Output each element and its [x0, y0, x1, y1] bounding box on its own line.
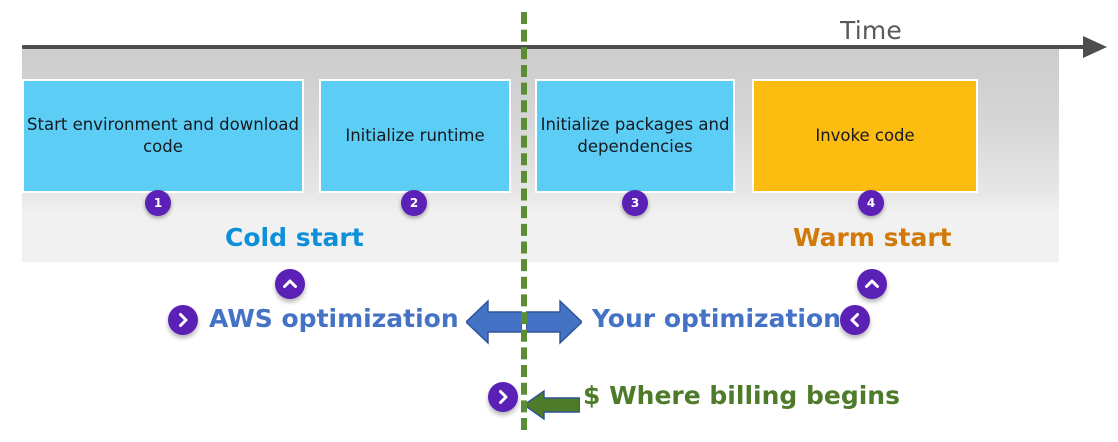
chevron-up-icon-warm — [857, 269, 887, 299]
chevron-left-icon-your — [840, 305, 870, 335]
arrow-left-icon-billing — [524, 388, 580, 422]
time-axis-label: Time — [840, 16, 902, 45]
stage-number-badge-3: 3 — [622, 190, 648, 216]
time-axis-line — [22, 45, 1088, 49]
arrow-right-icon — [1083, 36, 1107, 58]
arrow-right-icon-your — [526, 297, 582, 347]
chevron-up-icon-cold — [275, 269, 305, 299]
stage-number-badge-1: 1 — [145, 190, 171, 216]
stage-box-2[interactable]: Initialize runtime — [319, 79, 511, 193]
billing-begins-label: $ Where billing begins — [583, 381, 900, 410]
warm-start-label: Warm start — [793, 223, 952, 252]
arrow-left-icon-aws — [466, 297, 522, 347]
chevron-right-icon-aws — [168, 305, 198, 335]
stage-number-badge-2: 2 — [401, 190, 427, 216]
stage-box-4[interactable]: Invoke code — [752, 79, 978, 193]
stage-box-3[interactable]: Initialize packages and dependencies — [535, 79, 735, 193]
aws-optimization-label: AWS optimization — [209, 304, 459, 333]
cold-start-label: Cold start — [225, 223, 364, 252]
stage-number-badge-4: 4 — [858, 190, 884, 216]
your-optimization-label: Your optimization — [592, 304, 841, 333]
chevron-right-icon-billing — [488, 382, 518, 412]
stage-box-1[interactable]: Start environment and download code — [22, 79, 304, 193]
billing-boundary-divider — [521, 12, 527, 430]
